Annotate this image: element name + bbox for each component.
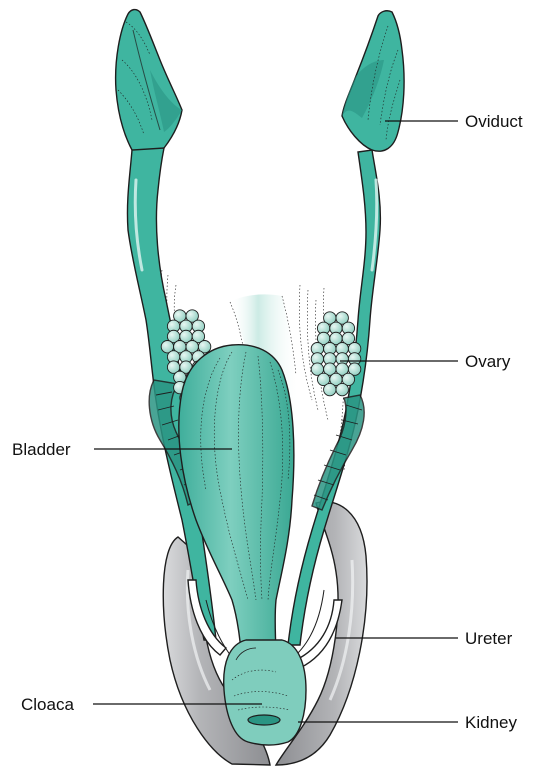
egg (336, 383, 348, 395)
label-oviduct: Oviduct (465, 112, 523, 131)
label-ovary: Ovary (465, 352, 511, 371)
cloaca (224, 640, 306, 745)
label-bladder: Bladder (12, 440, 71, 459)
label-kidney: Kidney (465, 713, 517, 732)
label-cloaca: Cloaca (21, 695, 74, 714)
ovary-right (311, 312, 361, 396)
label-ureter: Ureter (465, 629, 513, 648)
egg (324, 383, 336, 395)
cloacal-opening (248, 715, 280, 725)
